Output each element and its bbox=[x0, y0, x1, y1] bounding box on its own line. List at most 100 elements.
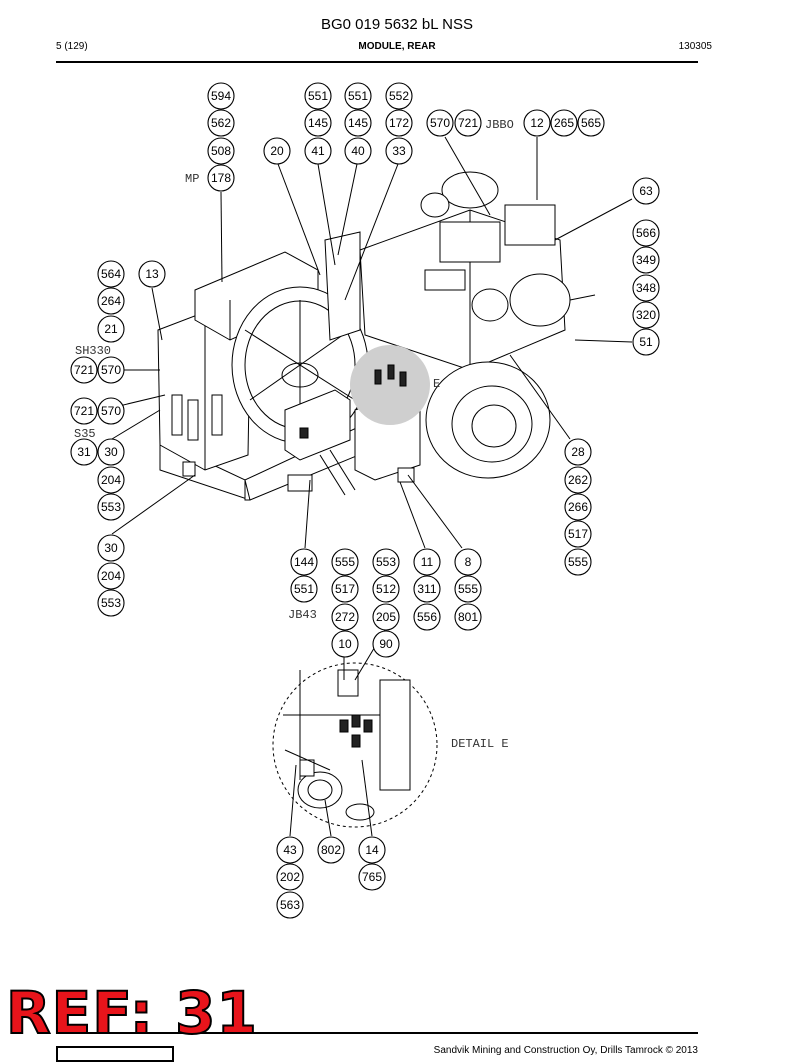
footer-copyright: Sandvik Mining and Construction Oy, Dril… bbox=[433, 1045, 698, 1056]
svg-text:264: 264 bbox=[101, 294, 121, 308]
callout-551[interactable]: 551 bbox=[290, 575, 318, 603]
svg-text:563: 563 bbox=[280, 898, 300, 912]
callout-144[interactable]: 144 bbox=[290, 548, 318, 576]
callout-43[interactable]: 43 bbox=[276, 836, 304, 864]
callout-30[interactable]: 30 bbox=[97, 438, 125, 466]
callout-555[interactable]: 555 bbox=[331, 548, 359, 576]
svg-text:721: 721 bbox=[458, 116, 478, 130]
callout-320[interactable]: 320 bbox=[632, 301, 660, 329]
callout-41[interactable]: 41 bbox=[304, 137, 332, 165]
callout-14[interactable]: 14 bbox=[358, 836, 386, 864]
callout-10[interactable]: 10 bbox=[331, 630, 359, 658]
callout-570[interactable]: 570 bbox=[426, 109, 454, 137]
callout-517[interactable]: 517 bbox=[331, 575, 359, 603]
callout-556[interactable]: 556 bbox=[413, 603, 441, 631]
callout-11[interactable]: 11 bbox=[413, 548, 441, 576]
callout-12[interactable]: 12 bbox=[523, 109, 551, 137]
callout-204[interactable]: 204 bbox=[97, 562, 125, 590]
label-detail-e: DETAIL E bbox=[451, 737, 509, 751]
callout-570[interactable]: 570 bbox=[97, 356, 125, 384]
svg-text:20: 20 bbox=[270, 144, 284, 158]
page-reference: 5 (129) bbox=[56, 41, 88, 52]
callout-555[interactable]: 555 bbox=[454, 575, 482, 603]
callout-802[interactable]: 802 bbox=[317, 836, 345, 864]
callout-178[interactable]: 178 bbox=[207, 164, 235, 192]
svg-text:594: 594 bbox=[211, 89, 231, 103]
callout-265[interactable]: 265 bbox=[550, 109, 578, 137]
callout-553[interactable]: 553 bbox=[372, 548, 400, 576]
svg-text:552: 552 bbox=[389, 89, 409, 103]
callout-564[interactable]: 564 bbox=[97, 260, 125, 288]
callout-28[interactable]: 28 bbox=[564, 438, 592, 466]
callout-551[interactable]: 551 bbox=[344, 82, 372, 110]
svg-text:178: 178 bbox=[211, 171, 231, 185]
svg-text:553: 553 bbox=[101, 500, 121, 514]
callout-8[interactable]: 8 bbox=[454, 548, 482, 576]
svg-text:562: 562 bbox=[211, 116, 231, 130]
callout-266[interactable]: 266 bbox=[564, 493, 592, 521]
callout-517[interactable]: 517 bbox=[564, 520, 592, 548]
callout-145[interactable]: 145 bbox=[344, 109, 372, 137]
svg-text:721: 721 bbox=[74, 363, 94, 377]
callout-508[interactable]: 508 bbox=[207, 137, 235, 165]
callout-172[interactable]: 172 bbox=[385, 109, 413, 137]
svg-text:564: 564 bbox=[101, 267, 121, 281]
callout-563[interactable]: 563 bbox=[276, 891, 304, 919]
label-e: E bbox=[433, 377, 440, 391]
svg-text:204: 204 bbox=[101, 473, 121, 487]
callout-562[interactable]: 562 bbox=[207, 109, 235, 137]
svg-text:565: 565 bbox=[581, 116, 601, 130]
callout-33[interactable]: 33 bbox=[385, 137, 413, 165]
callout-552[interactable]: 552 bbox=[385, 82, 413, 110]
callout-51[interactable]: 51 bbox=[632, 328, 660, 356]
svg-text:30: 30 bbox=[104, 445, 118, 459]
callout-565[interactable]: 565 bbox=[577, 109, 605, 137]
callout-566[interactable]: 566 bbox=[632, 219, 660, 247]
svg-text:90: 90 bbox=[379, 637, 393, 651]
callout-721[interactable]: 721 bbox=[70, 356, 98, 384]
svg-text:33: 33 bbox=[392, 144, 406, 158]
svg-text:570: 570 bbox=[101, 404, 121, 418]
callout-721[interactable]: 721 bbox=[70, 397, 98, 425]
callout-30[interactable]: 30 bbox=[97, 534, 125, 562]
callout-204[interactable]: 204 bbox=[97, 466, 125, 494]
callout-202[interactable]: 202 bbox=[276, 863, 304, 891]
callout-765[interactable]: 765 bbox=[358, 863, 386, 891]
callout-145[interactable]: 145 bbox=[304, 109, 332, 137]
machine-illustration bbox=[157, 171, 596, 501]
callout-349[interactable]: 349 bbox=[632, 246, 660, 274]
callout-551[interactable]: 551 bbox=[304, 82, 332, 110]
callout-311[interactable]: 311 bbox=[413, 575, 441, 603]
callout-272[interactable]: 272 bbox=[331, 603, 359, 631]
callout-63[interactable]: 63 bbox=[632, 177, 660, 205]
svg-text:566: 566 bbox=[636, 226, 656, 240]
callout-21[interactable]: 21 bbox=[97, 315, 125, 343]
callout-801[interactable]: 801 bbox=[454, 603, 482, 631]
svg-text:349: 349 bbox=[636, 253, 656, 267]
label-s35: S35 bbox=[74, 427, 96, 441]
callout-20[interactable]: 20 bbox=[263, 137, 291, 165]
callout-262[interactable]: 262 bbox=[564, 466, 592, 494]
callout-205[interactable]: 205 bbox=[372, 603, 400, 631]
callout-348[interactable]: 348 bbox=[632, 274, 660, 302]
callout-555[interactable]: 555 bbox=[564, 548, 592, 576]
callout-553[interactable]: 553 bbox=[97, 589, 125, 617]
callout-721[interactable]: 721 bbox=[454, 109, 482, 137]
callout-594[interactable]: 594 bbox=[207, 82, 235, 110]
callout-570[interactable]: 570 bbox=[97, 397, 125, 425]
svg-text:28: 28 bbox=[571, 445, 585, 459]
callout-13[interactable]: 13 bbox=[138, 260, 166, 288]
svg-text:172: 172 bbox=[389, 116, 409, 130]
svg-text:266: 266 bbox=[568, 500, 588, 514]
svg-text:63: 63 bbox=[639, 184, 653, 198]
callout-512[interactable]: 512 bbox=[372, 575, 400, 603]
svg-text:721: 721 bbox=[74, 404, 94, 418]
callout-90[interactable]: 90 bbox=[372, 630, 400, 658]
svg-text:145: 145 bbox=[348, 116, 368, 130]
callout-40[interactable]: 40 bbox=[344, 137, 372, 165]
callout-264[interactable]: 264 bbox=[97, 287, 125, 315]
callout-31[interactable]: 31 bbox=[70, 438, 98, 466]
callout-553[interactable]: 553 bbox=[97, 493, 125, 521]
svg-text:311: 311 bbox=[417, 582, 436, 596]
